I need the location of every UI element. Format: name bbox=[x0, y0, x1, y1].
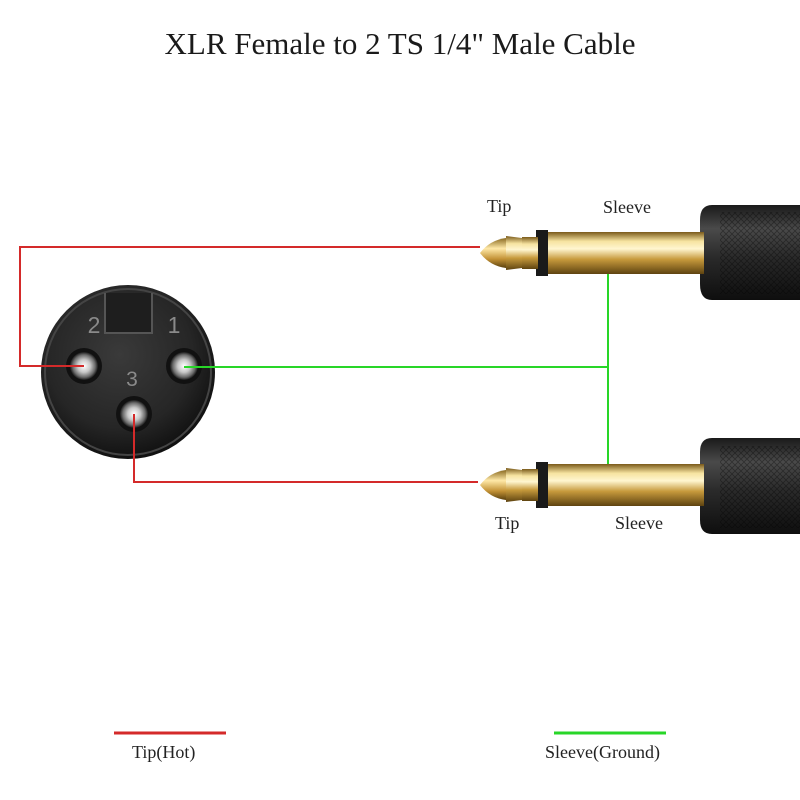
plug-insulator-ring bbox=[536, 462, 548, 508]
hot-wire-pin3-to-bottom-tip bbox=[133, 414, 478, 483]
bottom-sleeve-label: Sleeve bbox=[615, 513, 663, 533]
xlr-female-connector: 2 1 3 bbox=[41, 285, 215, 459]
hot-wires bbox=[19, 246, 480, 483]
diagram-title: XLR Female to 2 TS 1/4" Male Cable bbox=[164, 26, 636, 61]
ts-plug-bottom bbox=[480, 438, 800, 534]
legend-ground-label: Sleeve(Ground) bbox=[545, 742, 660, 762]
pin-number-3: 3 bbox=[126, 368, 138, 391]
plug-tip bbox=[480, 238, 506, 268]
legend-hot-label: Tip(Hot) bbox=[132, 742, 196, 762]
top-tip-label: Tip bbox=[487, 196, 512, 216]
xlr-key-notch bbox=[104, 293, 153, 334]
plug-sleeve bbox=[546, 232, 704, 274]
pin-number-2: 2 bbox=[88, 312, 101, 338]
xlr-body bbox=[41, 285, 215, 459]
ts-plug-top bbox=[480, 205, 800, 300]
plug-insulator-ring bbox=[536, 230, 548, 276]
bottom-tip-label: Tip bbox=[495, 513, 520, 533]
pin-number-1: 1 bbox=[168, 312, 181, 338]
plug-tip bbox=[480, 470, 506, 500]
top-sleeve-label: Sleeve bbox=[603, 197, 651, 217]
plug-sleeve bbox=[546, 464, 704, 506]
hot-wire-pin2-to-top-tip bbox=[19, 246, 480, 367]
ground-wires bbox=[184, 274, 609, 464]
